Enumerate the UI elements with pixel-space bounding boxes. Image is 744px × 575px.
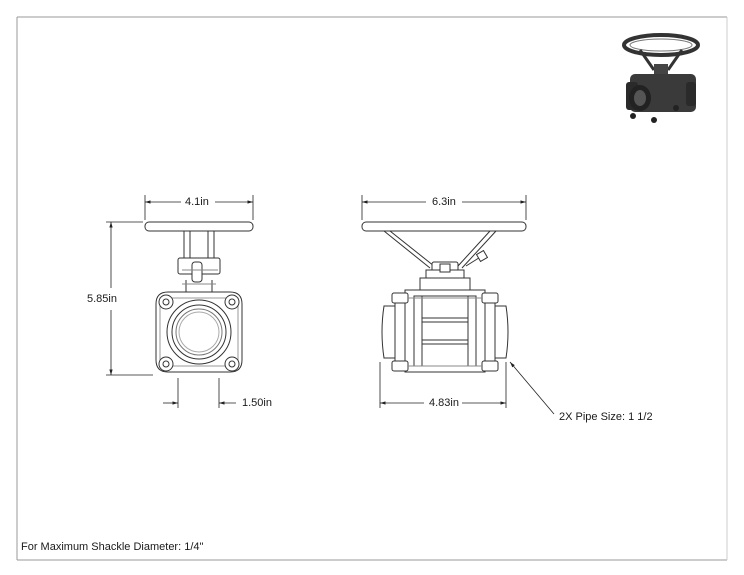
ball-valve-3d-icon: [622, 33, 700, 123]
height-dimension: 5.85in: [87, 293, 117, 305]
shackle-diameter-note: For Maximum Shackle Diameter: 1/4": [21, 541, 204, 553]
side-width-dimension: 6.3in: [432, 196, 456, 208]
front-view: [144, 221, 254, 373]
front-width-dimension: 4.1in: [185, 196, 209, 208]
pipe-size-callout: 2X Pipe Size: 1 1/2: [559, 411, 653, 423]
front-offset-dimension: 1.50in: [242, 397, 272, 409]
side-length-dimension: 4.83in: [429, 397, 459, 409]
side-dimensions: [361, 195, 555, 415]
side-view: [361, 221, 527, 373]
sheet-border: [16, 16, 728, 561]
front-dimensions: [106, 195, 254, 408]
